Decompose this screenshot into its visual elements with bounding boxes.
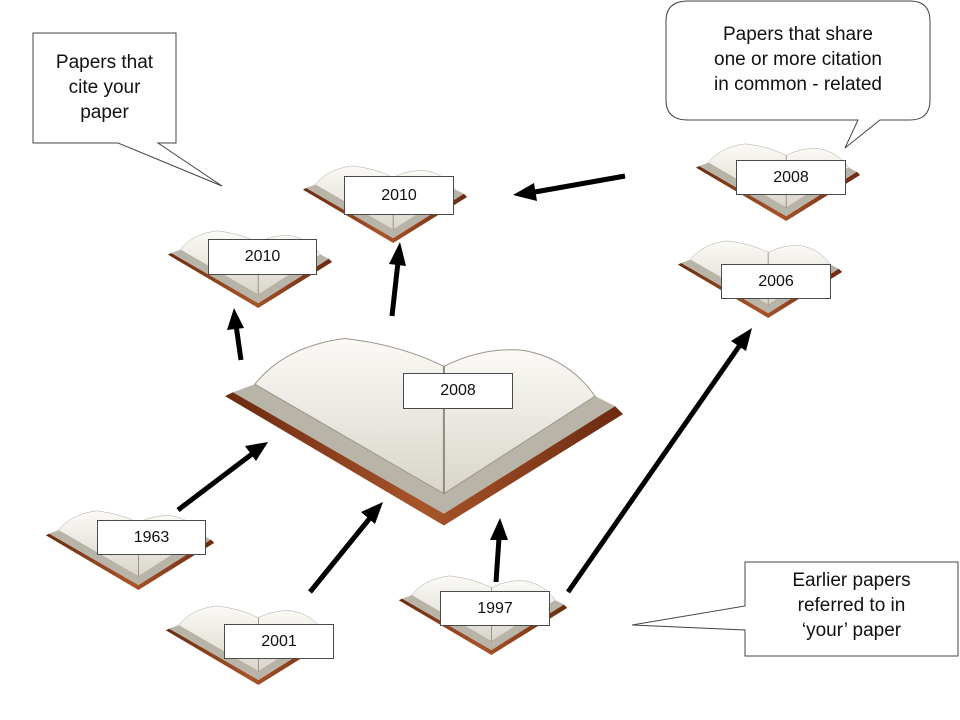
callout-earlier-text: Earlier papers referred to in ‘your’ pap… [745,568,958,643]
callout-citing-line-1: Papers that [55,52,154,73]
callout-related-line-2: one or more citation [714,49,882,70]
arrow-central-to-cite-a [227,308,244,361]
arrow-1997-to-central [490,518,508,583]
callout-earlier-line-1: Earlier papers [792,570,911,591]
callout-related-bubble [665,0,931,149]
callout-citing-text: Papers that cite your paper [33,50,176,125]
callout-citing-line-3: paper [80,102,129,123]
arrow-1963-to-central [176,442,268,512]
year-label-related-b: 2006 [721,264,831,299]
year-label-related-a: 2008 [736,160,846,195]
callout-citing-line-2: cite your [68,77,141,98]
callout-related-line-3: in common - related [714,74,882,95]
arrow-2001-to-central [308,502,383,594]
callout-earlier-line-3: ‘your’ paper [801,620,902,641]
callout-earlier-bubble [631,561,959,657]
year-label-cite-b: 2010 [344,176,454,215]
callout-citing-bubble [32,32,223,187]
callout-earlier-line-2: referred to in [797,595,906,616]
arrow-central-to-cite-b [389,242,406,317]
callout-related-text: Papers that share one or more citation i… [666,22,930,97]
year-label-cite-a: 2010 [208,239,317,275]
arrow-related-to-cite-b [513,173,626,201]
arrow-1997-to-related [565,328,752,594]
year-label-1963: 1963 [97,520,206,555]
year-label-1997: 1997 [440,591,550,626]
year-label-2001: 2001 [224,624,334,659]
book-central [225,337,623,526]
callout-related-line-1: Papers that share [723,24,873,45]
year-label-central: 2008 [403,373,513,409]
